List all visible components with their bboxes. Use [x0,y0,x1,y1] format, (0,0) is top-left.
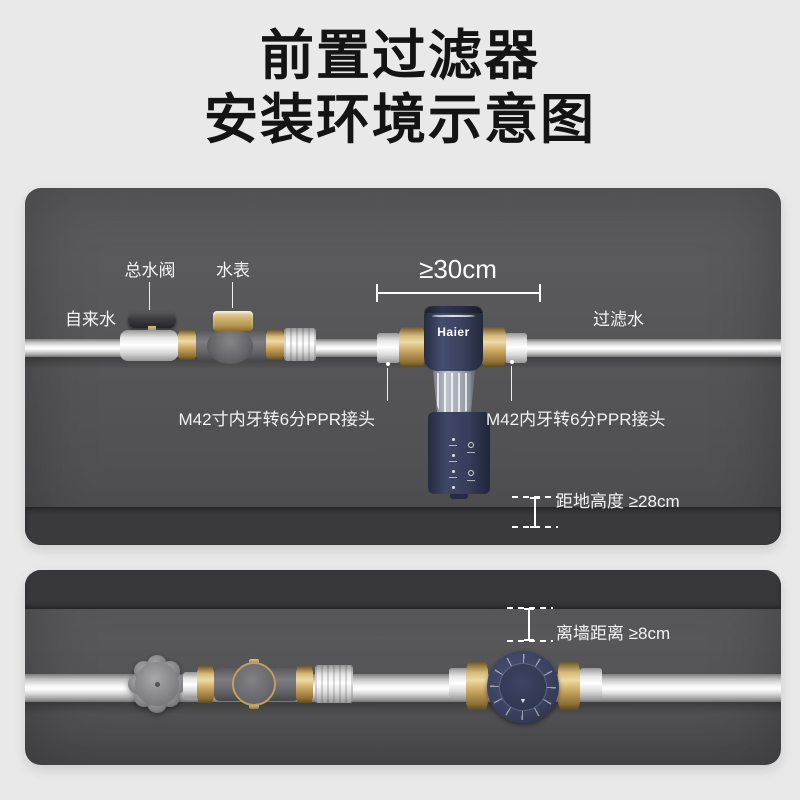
page-title-line-1: 前置过滤器 [260,26,540,86]
dimension-spacing-tick-right [539,284,541,302]
filter-head: Haier [424,306,483,371]
leader-line-adapter-right [511,366,512,401]
indicator-mark [449,477,457,478]
leader-line-water-meter [232,282,233,308]
mode-icon [468,470,474,476]
filter-bowl [432,369,476,417]
wall-clearance-line [528,609,530,640]
dial-inner-circle: ▼ [499,663,547,711]
filter-control-box [428,412,490,499]
main-valve-body [120,330,178,361]
dimension-spacing-line [376,292,541,294]
indicator-mark [452,470,455,473]
label-main-valve: 总水阀 [124,261,176,280]
prefilter-top-view: ▼ [487,651,559,723]
brass-nut [296,666,313,703]
water-meter-bulge [207,328,253,364]
label-adapter-right: M42内牙转6分PPR接头 [486,410,666,429]
dial-arrow-mark: ▼ [519,698,527,705]
filter-head-cap [424,306,483,313]
flush-icon [468,442,474,448]
brass-nut [178,330,196,360]
label-water-meter: 水表 [216,261,250,280]
floor-clearance-dash-bottom [512,526,558,528]
label-tap-water: 自来水 [65,310,116,329]
pipe-shadow [25,702,781,714]
ppr-union [284,328,316,361]
filter-head-trim-line [432,315,475,317]
indicator-mark [452,454,455,457]
valve-stem [148,326,156,333]
indicator-mark [467,480,475,481]
leader-line-main-valve [149,282,150,310]
brass-nut [197,666,214,703]
white-fitting [183,672,199,698]
filter-brass-nut-right [558,662,580,710]
dimension-spacing-tick-left [376,284,378,302]
indicator-mark [452,438,455,441]
page-title-line-2: 安装环境示意图 [204,90,596,150]
indicator-mark [449,461,457,462]
wall-clearance-dash-bottom [507,640,553,642]
ppr-adapter-right [580,668,602,700]
filter-brass-nut-left [399,327,425,367]
ppr-union [315,665,353,703]
page-title: 前置过滤器 安装环境示意图 [0,24,800,152]
label-wall-clearance: 离墙距离 ≥8cm [556,624,671,643]
floor-strip [25,507,781,545]
wall-clearance-serif-top [524,608,534,610]
ppr-adapter-left [449,668,468,700]
control-box-tab [450,494,468,499]
floor-clearance-serif-top [530,497,540,499]
filter-brass-nut-left [466,662,488,710]
indicator-mark [449,445,457,446]
knob-pin [155,682,160,687]
dimension-spacing: ≥30cm [419,254,497,284]
water-meter-brass-cap [213,311,253,331]
meter-brass-tab [249,704,259,709]
leader-dot-left [386,362,390,366]
ppr-adapter-left [377,333,400,363]
leader-line-adapter-left [387,368,388,401]
valve-knob-top-view [127,654,187,714]
label-floor-clearance: 距地高度 ≥28cm [556,492,680,511]
top-view-panel: ▼ 离墙距离 ≥8cm [25,570,781,765]
haier-logo: Haier [437,325,470,339]
filter-mesh [437,372,471,413]
label-filtered-water: 过滤水 [593,310,644,329]
ppr-adapter-right [505,333,527,363]
meter-brass-tab [249,659,259,664]
brass-nut [266,330,284,360]
side-view-panel: Haier 自来水 总水阀 水表 过滤水 ≥30cm M42寸内牙转6分PPR接… [25,188,781,545]
floor-clearance-line [534,498,536,527]
water-meter-dial [232,662,276,706]
indicator-mark [452,486,455,489]
wall-strip [25,570,781,609]
indicator-mark [467,452,475,453]
label-adapter-left: M42寸内牙转6分PPR接头 [178,410,375,429]
filter-brass-nut-right [481,327,506,367]
valve-handle [128,312,176,328]
leader-dot-right [510,360,514,364]
